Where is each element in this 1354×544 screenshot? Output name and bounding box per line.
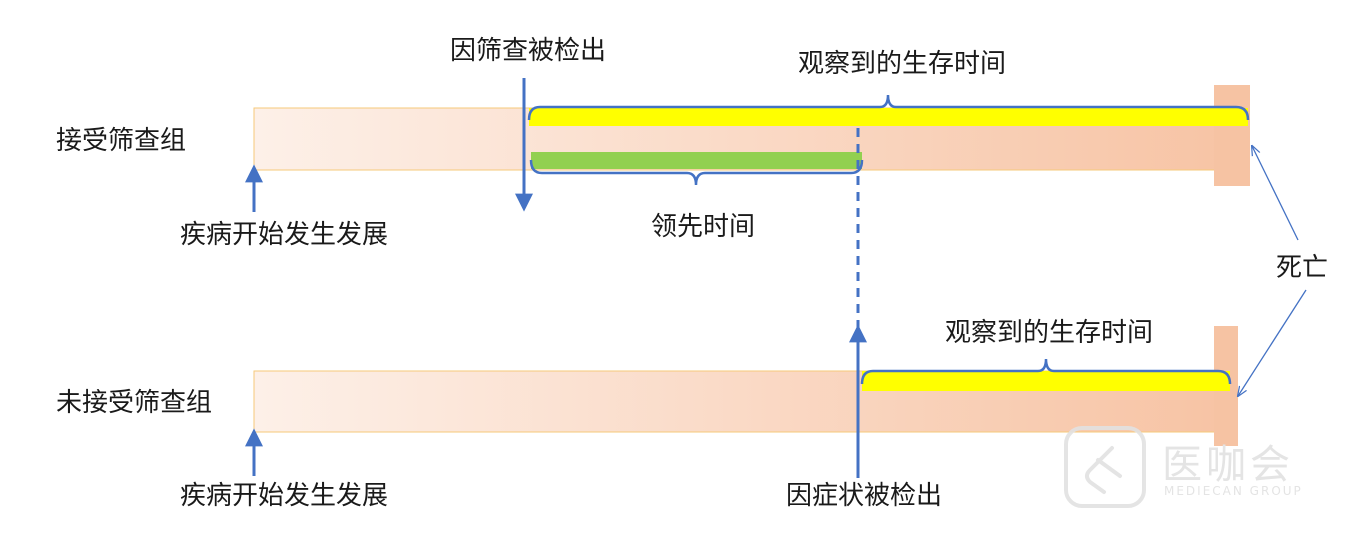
death-label: 死亡 (1276, 253, 1329, 283)
screened-observed-survival-bar (529, 108, 1248, 126)
screened-group-label: 接受筛查组 (56, 126, 187, 156)
screened-observed-survival-label: 观察到的生存时间 (797, 49, 1007, 79)
screened-observed-brace (527, 94, 1250, 121)
screened-death-block (1214, 85, 1250, 186)
unscreened-observed-survival-bar (862, 371, 1230, 391)
unscreened-observed-brace (860, 358, 1232, 385)
lead-time-brace (529, 159, 864, 186)
unscreened-group-label: 未接受筛查组 (56, 388, 213, 418)
watermark-logo-icon (1064, 426, 1146, 508)
unscreened-onset-label: 疾病开始发生发展 (180, 481, 389, 511)
watermark-subtitle: MEDIECAN GROUP (1164, 484, 1303, 498)
unscreened-observed-survival-label: 观察到的生存时间 (944, 318, 1154, 348)
screened-onset-label: 疾病开始发生发展 (180, 220, 389, 250)
death-arrow-lower (1238, 289, 1307, 396)
watermark-brand: 医咖会 (1162, 442, 1294, 488)
screening-detection-label: 因筛查被检出 (449, 36, 607, 66)
lead-time-bar (531, 152, 862, 169)
symptom-detection-label: 因症状被检出 (785, 481, 943, 511)
lead-time-label: 领先时间 (650, 212, 756, 242)
death-arrow-upper (1252, 146, 1299, 241)
